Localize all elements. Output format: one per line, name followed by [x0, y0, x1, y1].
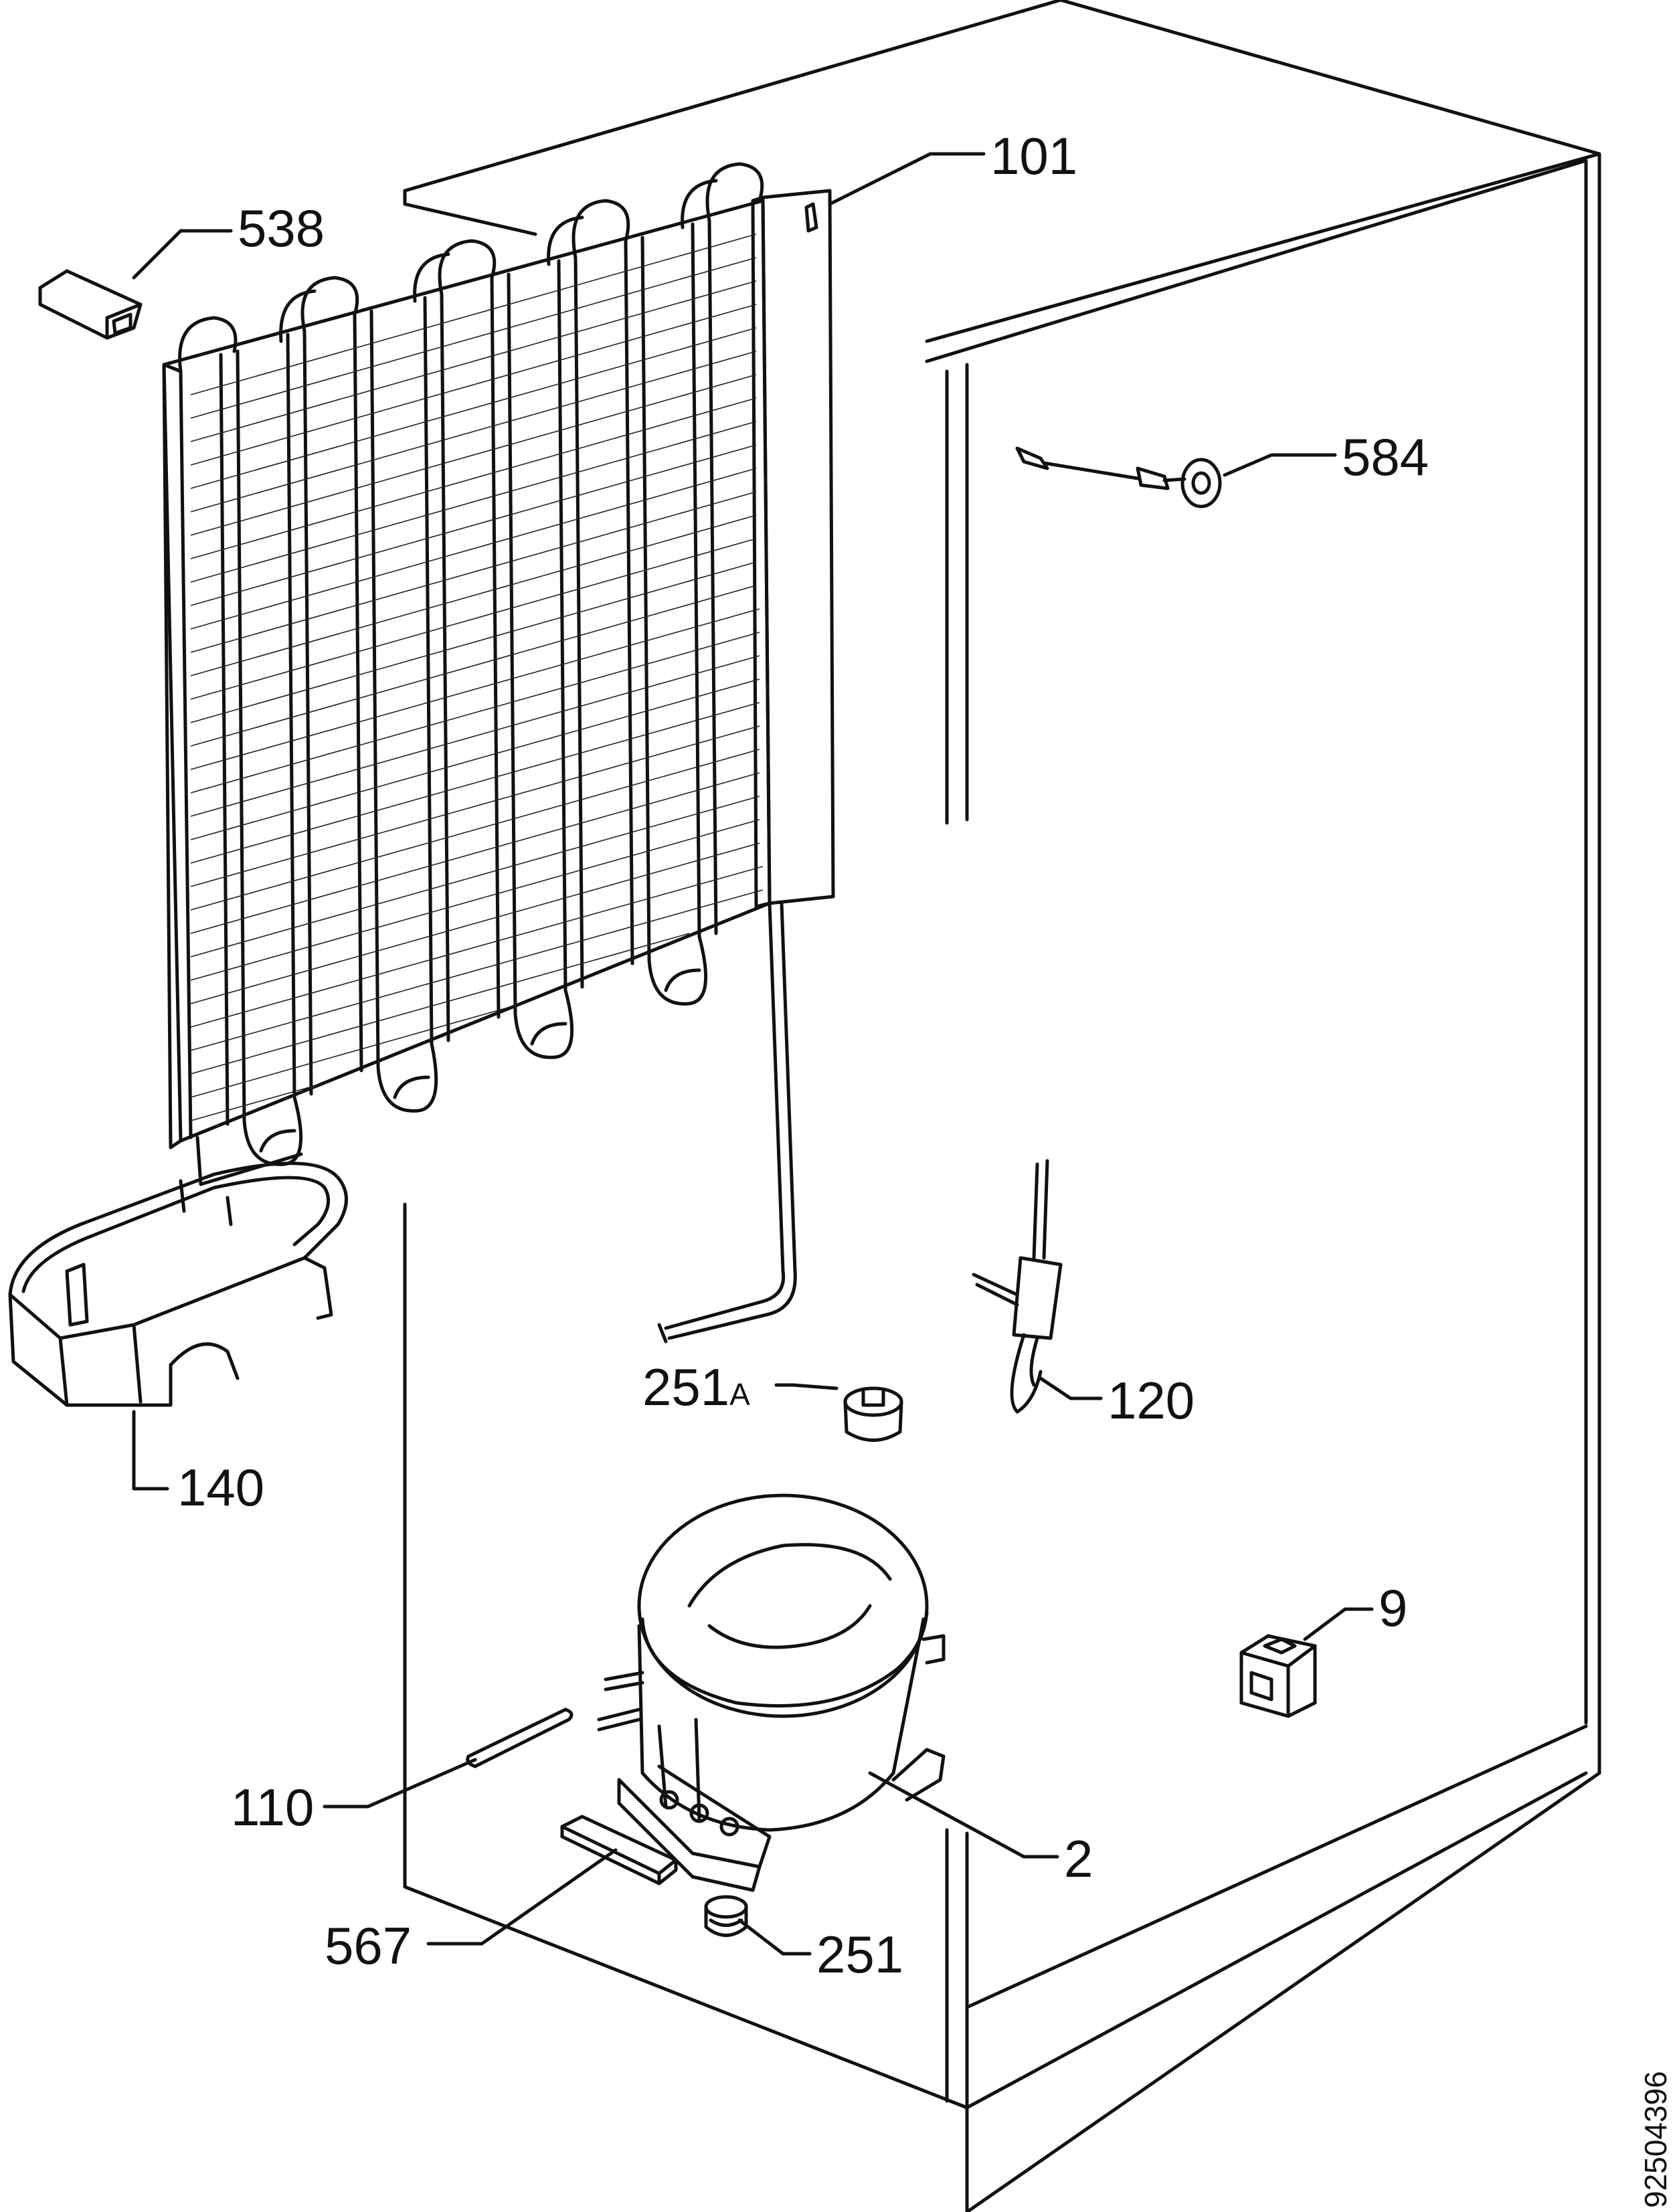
part-2-compressor: [597, 1493, 946, 1892]
callout-251a-suffix: A: [729, 1377, 750, 1412]
part-140-drain-tray: [8, 1162, 348, 1407]
part-251a-grommet: [843, 1386, 903, 1442]
part-9-relay: [1239, 1634, 1317, 1718]
callout-538: 538: [238, 199, 325, 258]
part-584-sensor: [1015, 446, 1222, 509]
callout-101: 101: [990, 126, 1077, 185]
callout-120: 120: [1108, 1371, 1195, 1430]
callout-9: 9: [1379, 1578, 1407, 1637]
part-538-connector: [38, 269, 143, 340]
leader-lines: [132, 152, 1374, 1956]
callout-140: 140: [177, 1458, 264, 1517]
refrigerator-cabinet: [403, 0, 1601, 2212]
callout-110: 110: [231, 1778, 314, 1837]
part-251-rubber-foot: [704, 1895, 748, 1937]
drawing-number: 92504396: [1638, 2071, 1673, 2208]
part-120-defrost-heater: [972, 1159, 1063, 1414]
condenser-coil: [162, 162, 835, 1344]
callout-251a: 251A: [642, 1358, 750, 1416]
callout-584: 584: [1342, 428, 1429, 486]
callout-251: 251: [816, 1925, 903, 1984]
callout-567: 567: [325, 1916, 412, 1975]
part-567-bracket: [560, 1815, 678, 1885]
condenser-fins: [190, 234, 764, 1121]
callout-2: 2: [1064, 1829, 1093, 1888]
callout-251a-number: 251: [642, 1358, 729, 1416]
part-110-filter-drier: [466, 1708, 574, 1768]
